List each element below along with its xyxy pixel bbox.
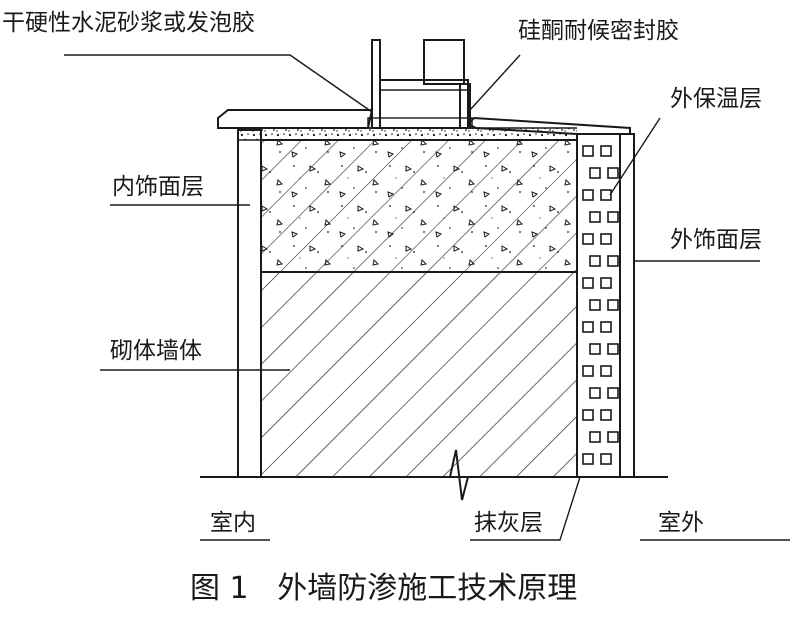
- exterior-finish-layer: [619, 133, 635, 478]
- insulation-block: [600, 277, 612, 289]
- insulation-block: [600, 145, 612, 157]
- insulation-block: [582, 321, 594, 333]
- insulation-block: [607, 299, 619, 311]
- insulation-block: [600, 365, 612, 377]
- insulation-block: [589, 431, 601, 443]
- insulation-block: [589, 387, 601, 399]
- window-sill-slab: [217, 109, 577, 141]
- insulation-block: [582, 277, 594, 289]
- insulation-block: [589, 211, 601, 223]
- insulation-block: [582, 189, 594, 201]
- figure-caption: 图 1 外墙防渗施工技术原理: [190, 571, 577, 606]
- label-indoor: 室内: [210, 510, 256, 536]
- insulation-block: [589, 255, 601, 267]
- insulation-block: [607, 431, 619, 443]
- window-frame: [371, 39, 471, 129]
- leader-lines: [64, 54, 790, 541]
- insulation-block: [582, 233, 594, 245]
- insulation-block: [607, 387, 619, 399]
- insulation-block: [600, 321, 612, 333]
- insulation-block: [582, 145, 594, 157]
- label-outdoor: 室外: [658, 510, 704, 536]
- insulation-block: [589, 167, 601, 179]
- insulation-block: [582, 409, 594, 421]
- insulation-block: [600, 233, 612, 245]
- break-symbol: [449, 449, 469, 501]
- insulation-block: [607, 167, 619, 179]
- insulation-block: [582, 365, 594, 377]
- insulation-block: [607, 255, 619, 267]
- label-exterior-finish: 外饰面层: [670, 227, 762, 253]
- exterior-insulation-layer: [576, 133, 621, 478]
- interior-finish-layer: [237, 129, 262, 478]
- label-silicone-sealant: 硅酮耐候密封胶: [518, 18, 679, 44]
- label-insulation-layer: 外保温层: [670, 86, 762, 112]
- insulation-block: [600, 409, 612, 421]
- label-plaster-layer: 抹灰层: [474, 510, 543, 536]
- insulation-block: [607, 343, 619, 355]
- label-interior-finish: 内饰面层: [112, 174, 204, 200]
- masonry-wall-body: [260, 271, 578, 478]
- concrete-beam: [260, 139, 578, 273]
- insulation-block: [589, 343, 601, 355]
- insulation-block: [582, 453, 594, 465]
- insulation-block: [600, 189, 612, 201]
- insulation-block: [607, 211, 619, 223]
- insulation-block: [600, 453, 612, 465]
- label-mortar-or-foam: 干硬性水泥砂浆或发泡胶: [2, 10, 255, 36]
- label-masonry-wall: 砌体墙体: [110, 338, 202, 364]
- insulation-block: [589, 299, 601, 311]
